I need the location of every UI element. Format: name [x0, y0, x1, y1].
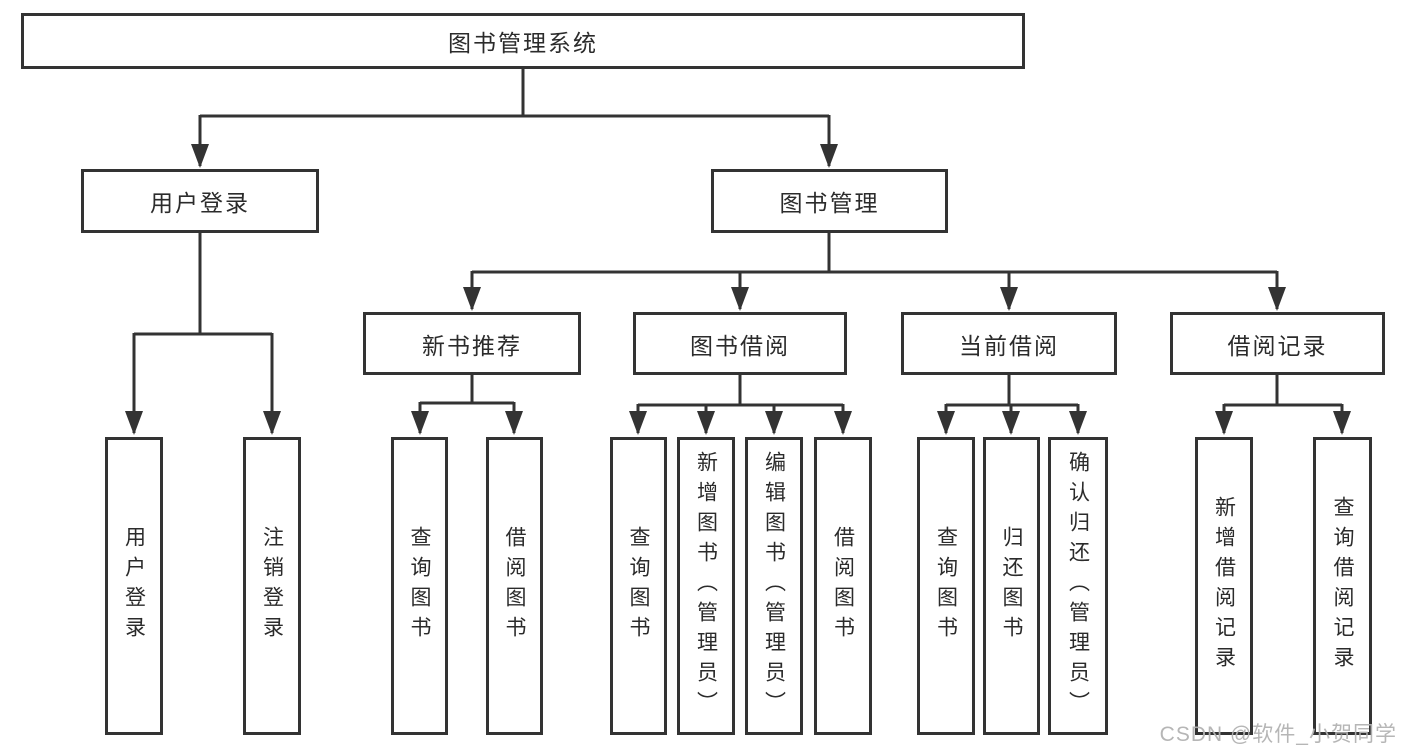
node-label: 新增图书（管理员） [694, 451, 718, 721]
node-label: 新书推荐 [422, 332, 522, 359]
leaf-query-books-recommend: 查询图书 [391, 437, 448, 735]
node-current-borrow: 当前借阅 [901, 312, 1117, 375]
leaf-confirm-return-admin: 确认归还（管理员） [1048, 437, 1108, 735]
node-label: 用户登录 [150, 190, 250, 216]
node-label: 查询图书 [408, 526, 431, 646]
node-label: 当前借阅 [959, 332, 1059, 359]
node-label: 查询图书 [627, 526, 650, 646]
node-label: 用户登录 [122, 526, 146, 646]
node-label: 查询图书 [934, 526, 958, 646]
leaf-borrow-books-recommend: 借阅图书 [486, 437, 543, 735]
node-label: 图书管理 [779, 190, 880, 216]
csdn-watermark: CSDN @软件_小贺同学 [1159, 723, 1397, 746]
node-book-management: 图书管理 [711, 169, 948, 233]
leaf-borrow-books: 借阅图书 [814, 437, 872, 735]
node-label: 查询借阅记录 [1331, 496, 1354, 676]
node-label: 图书管理系统 [448, 30, 598, 56]
leaf-query-borrow-record: 查询借阅记录 [1313, 437, 1372, 735]
node-borrow-records: 借阅记录 [1170, 312, 1385, 375]
leaf-return-book: 归还图书 [983, 437, 1040, 735]
leaf-logout: 注销登录 [243, 437, 301, 735]
leaf-query-books-borrow: 查询图书 [610, 437, 667, 735]
leaf-query-books-current: 查询图书 [917, 437, 975, 735]
node-label: 借阅记录 [1227, 332, 1328, 359]
node-label: 归还图书 [1000, 526, 1023, 646]
node-label: 图书借阅 [690, 332, 790, 359]
node-label: 注销登录 [260, 526, 284, 646]
leaf-add-borrow-record: 新增借阅记录 [1195, 437, 1253, 735]
node-label: 借阅图书 [831, 526, 855, 646]
node-label: 确认归还（管理员） [1066, 451, 1090, 721]
node-label: 借阅图书 [503, 526, 526, 646]
node-system-root: 图书管理系统 [21, 13, 1025, 69]
leaf-add-book-admin: 新增图书（管理员） [677, 437, 735, 735]
node-new-book-recommend: 新书推荐 [363, 312, 581, 375]
node-user-login: 用户登录 [81, 169, 319, 233]
node-book-borrow: 图书借阅 [633, 312, 847, 375]
node-label: 新增借阅记录 [1212, 496, 1236, 676]
leaf-edit-book-admin: 编辑图书（管理员） [745, 437, 803, 735]
leaf-user-login: 用户登录 [105, 437, 163, 735]
node-label: 编辑图书（管理员） [762, 451, 786, 721]
